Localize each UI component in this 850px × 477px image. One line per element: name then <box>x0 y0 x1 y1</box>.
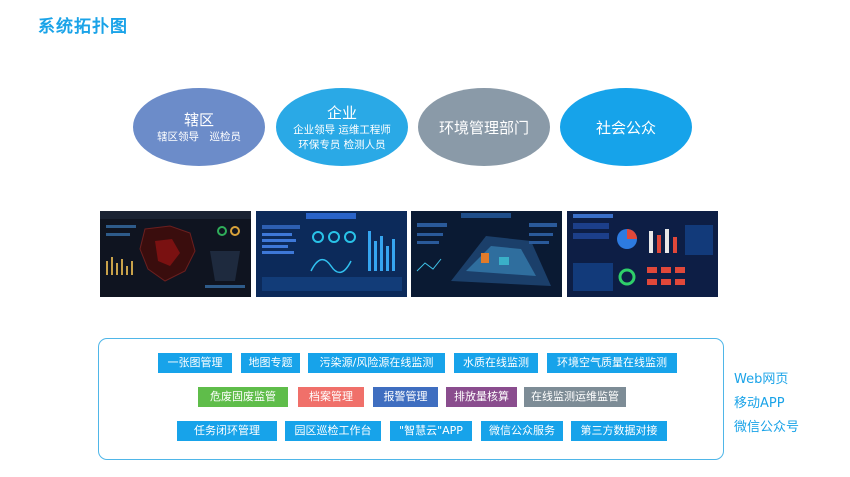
node-district: 辖区 辖区领导 巡检员 <box>133 88 265 166</box>
node-public-title: 社会公众 <box>595 118 656 137</box>
module-alarm[interactable]: 报警管理 <box>373 387 438 407</box>
node-enterprise: 企业 企业领导 运维工程师 环保专员 检测人员 <box>276 88 408 166</box>
node-env-department-title: 环境管理部门 <box>438 118 529 137</box>
module-archives[interactable]: 档案管理 <box>298 387 364 407</box>
module-water-monitor[interactable]: 水质在线监测 <box>454 353 538 373</box>
module-ops-supervision[interactable]: 在线监测运维监管 <box>524 387 626 407</box>
module-air-monitor[interactable]: 环境空气质量在线监测 <box>547 353 677 373</box>
module-one-map[interactable]: 一张图管理 <box>158 353 232 373</box>
node-env-department: 环境管理部门 <box>418 88 550 166</box>
dashboard-thumbnail-statistics <box>567 211 718 297</box>
module-pollution-monitor[interactable]: 污染源/风险源在线监测 <box>308 353 445 373</box>
node-public: 社会公众 <box>560 88 692 166</box>
platform-mobile: 移动APP <box>734 396 785 411</box>
platform-wechat: 微信公众号 <box>734 420 800 435</box>
dashboard-thumbnail-monitor <box>256 211 407 297</box>
module-map-topic[interactable]: 地图专题 <box>241 353 300 373</box>
modules-panel <box>98 338 724 460</box>
dashboard-thumbnail-map <box>100 211 251 297</box>
node-enterprise-roles-2: 环保专员 检测人员 <box>298 138 386 151</box>
module-wechat-service[interactable]: 微信公众服务 <box>481 421 563 441</box>
module-emission-calc[interactable]: 排放量核算 <box>446 387 517 407</box>
module-third-party-data[interactable]: 第三方数据对接 <box>571 421 667 441</box>
dashboard-thumbnail-3d-park <box>411 211 562 297</box>
module-cloud-app[interactable]: "智慧云"APP <box>390 421 472 441</box>
page-title: 系统拓扑图 <box>38 17 128 37</box>
platform-web: Web网页 <box>734 372 789 387</box>
node-district-roles: 辖区领导 巡检员 <box>157 131 241 143</box>
module-park-inspection[interactable]: 园区巡检工作台 <box>285 421 381 441</box>
module-task-loop[interactable]: 任务闭环管理 <box>177 421 277 441</box>
node-enterprise-roles-1: 企业领导 运维工程师 <box>293 123 391 136</box>
node-enterprise-title: 企业 <box>326 103 357 122</box>
node-district-title: 辖区 <box>183 111 214 129</box>
module-hazardous-waste[interactable]: 危废固废监管 <box>198 387 288 407</box>
